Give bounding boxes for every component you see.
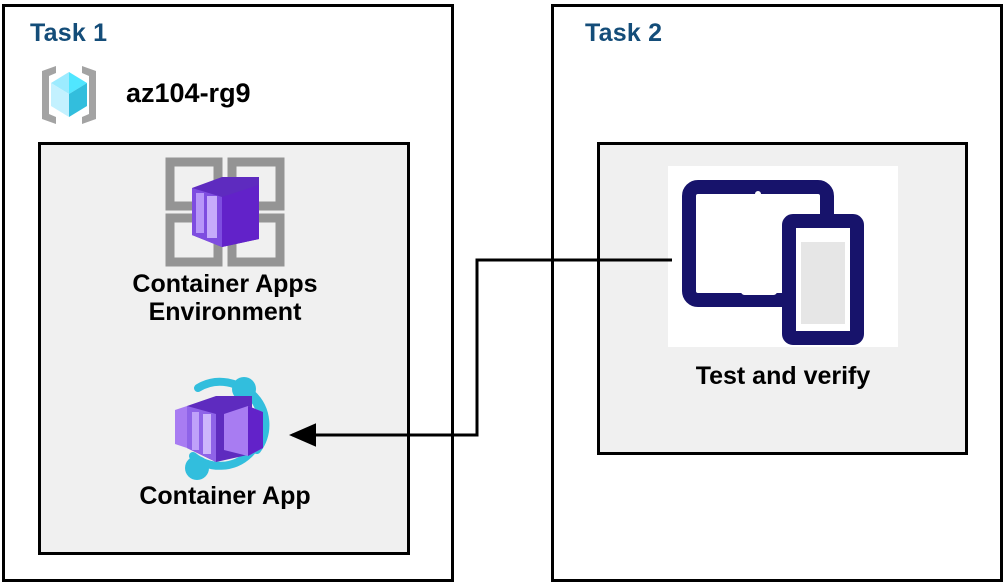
node-test-and-verify[interactable]: Test and verify [615, 166, 951, 390]
test-and-verify-icon-backdrop [668, 166, 898, 347]
node-container-app[interactable]: Container App [60, 372, 390, 510]
resource-group-header: az104-rg9 [36, 62, 316, 130]
task-2-title: Task 2 [585, 19, 663, 47]
node-label-container-app: Container App [139, 482, 311, 510]
resource-group-label: az104-rg9 [126, 78, 251, 108]
node-label-test-and-verify: Test and verify [695, 362, 871, 390]
test-and-verify-devices-icon [682, 180, 864, 345]
task-1-title: Task 1 [30, 19, 108, 47]
node-container-apps-environment[interactable]: Container Apps Environment [60, 155, 390, 326]
container-apps-environment-icon [165, 157, 285, 267]
resource-group-icon [42, 66, 96, 124]
container-app-icon [175, 377, 270, 480]
node-label-container-apps-environment: Container Apps Environment [132, 270, 318, 326]
